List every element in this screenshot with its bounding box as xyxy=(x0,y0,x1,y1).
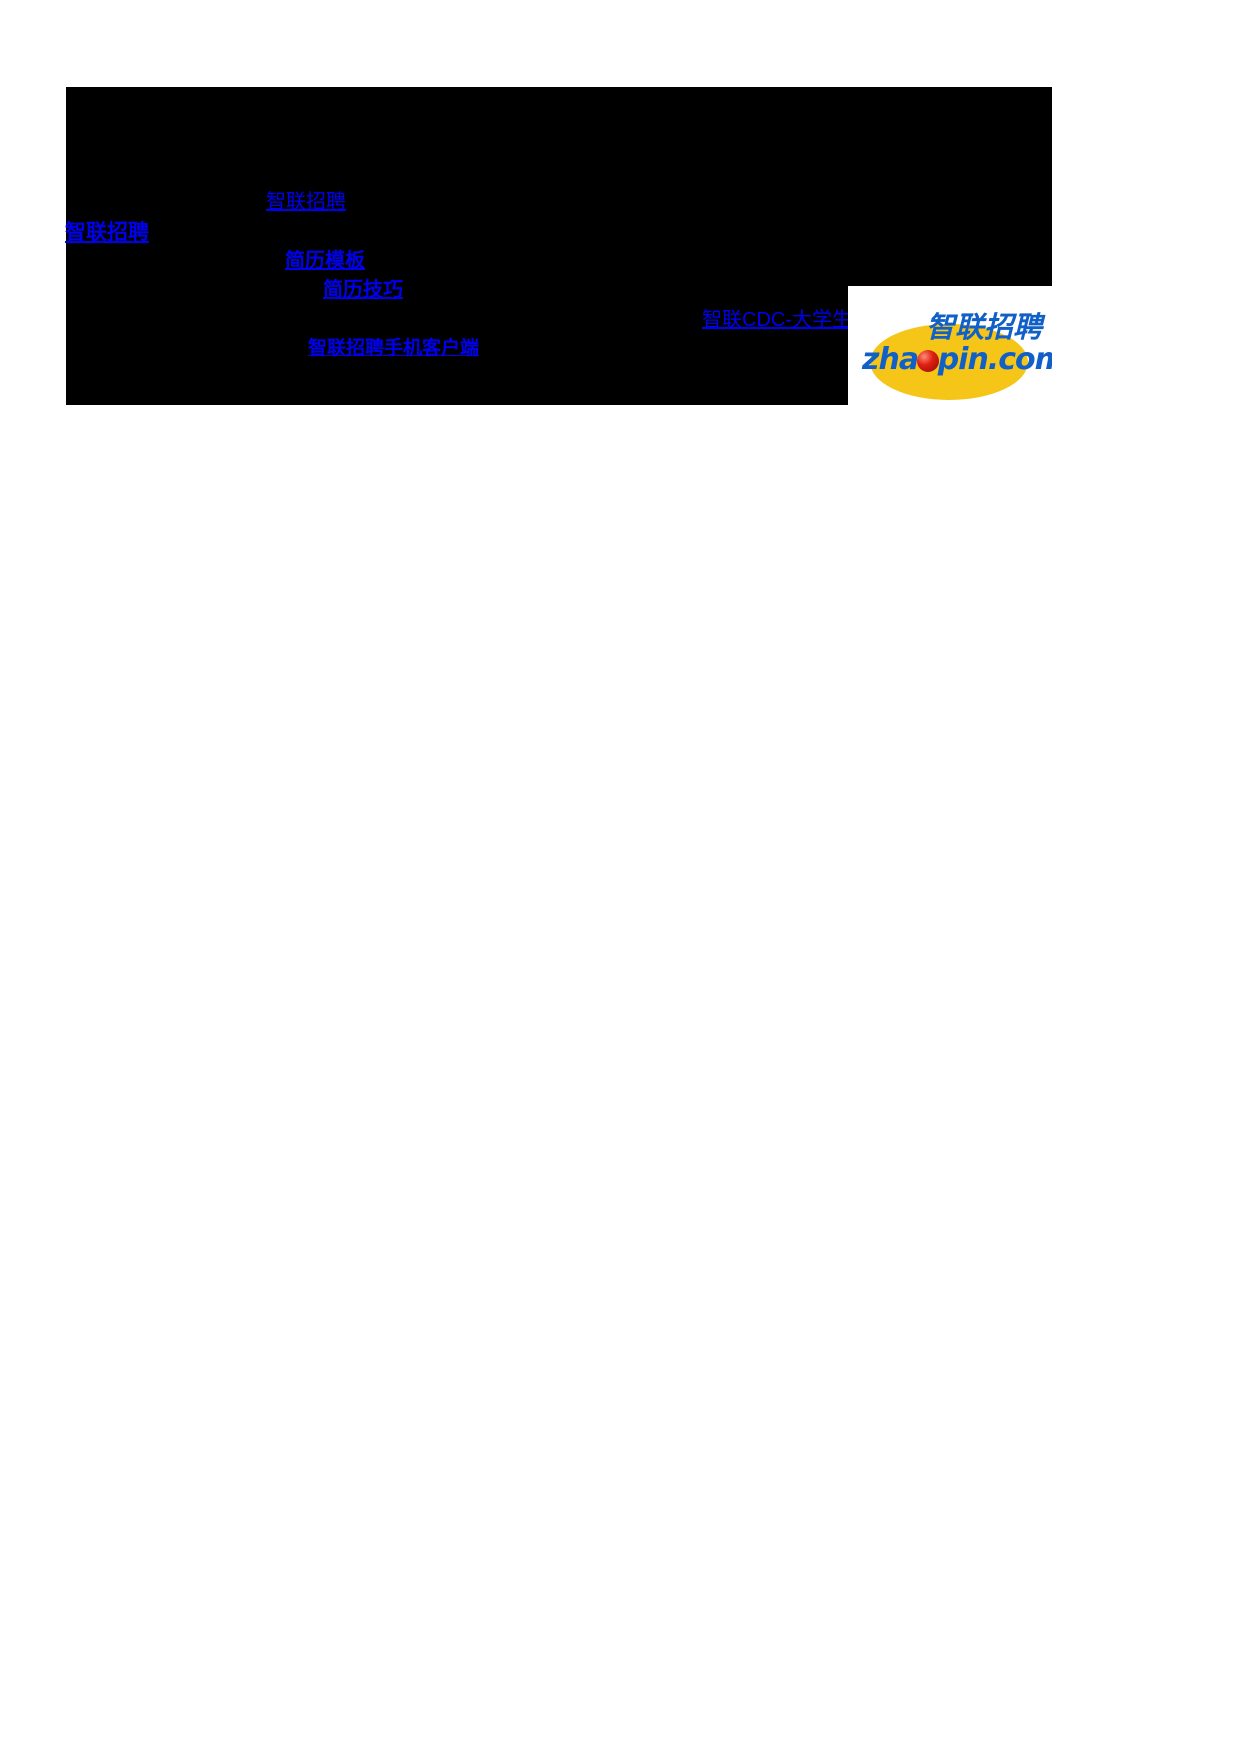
logo-red-sphere-icon xyxy=(917,350,939,372)
logo-chinese-wordmark: 智联招聘 xyxy=(926,310,1043,344)
link-zhaopin-left[interactable]: 智联招聘 xyxy=(65,221,149,244)
logo-latin-wordmark: zhaopin.com xyxy=(862,342,1052,377)
zhaopin-logo-art: zhaopin.com 智联招聘 xyxy=(848,286,1052,405)
link-resume-tips[interactable]: 简历技巧 xyxy=(323,279,403,301)
link-zhaopin-top[interactable]: 智联招聘 xyxy=(266,191,346,213)
panel-right-divider xyxy=(1051,87,1052,405)
logo-latin-part-1: zha xyxy=(862,342,919,377)
zhaopin-logo[interactable]: zhaopin.com 智联招聘 xyxy=(848,286,1052,405)
link-mobile-client[interactable]: 智联招聘手机客户端 xyxy=(308,338,480,359)
logo-ellipse-shape xyxy=(870,324,1028,400)
link-resume-template[interactable]: 简历模板 xyxy=(285,250,365,272)
logo-latin-part-2: pin.com xyxy=(937,342,1052,377)
